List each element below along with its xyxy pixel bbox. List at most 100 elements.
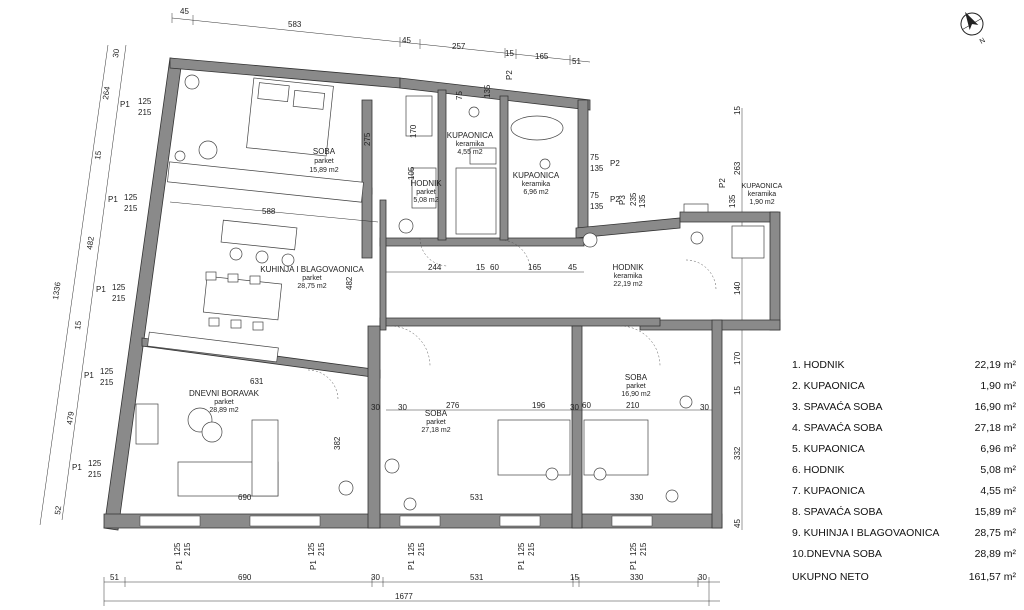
right-dimension-chain: 15 263 140 170 15 332 45: [733, 106, 743, 530]
interior-dim: 196: [532, 401, 546, 410]
top-dimension-chain: 45 583 45 257 15 165 51: [171, 7, 591, 66]
legend-label: 8. SPAVAĆA SOBA: [792, 505, 883, 518]
room-name: SOBA: [625, 373, 648, 382]
total-label: UKUPNO NETO: [792, 570, 869, 583]
door-swings: [307, 237, 717, 401]
interior-dim: 690: [238, 493, 252, 502]
tag-code: P1: [517, 560, 526, 570]
tag-code: P1: [120, 100, 130, 109]
room-area: 6,96 m2: [523, 189, 548, 196]
interior-dim: 30: [700, 403, 709, 412]
interior-dimensions: 588 244 15 60 165 45 631 276 196 60 210 …: [169, 124, 712, 502]
legend-area: 16,90 m²: [974, 400, 1016, 413]
interior-dim: 588: [262, 207, 276, 216]
room-label-soba-right: SOBA parket 16,90 m2: [621, 373, 650, 398]
interior-dim: 15: [476, 263, 485, 272]
legend-area: 4,55 m²: [980, 484, 1016, 497]
tag-code: P2: [610, 159, 620, 168]
room-material: keramika: [748, 191, 777, 198]
tag-width: 125: [173, 542, 182, 556]
opening-tag: P1 125 215: [173, 542, 192, 570]
legend-row: 5. KUPAONICA 6,96 m²: [792, 438, 1016, 459]
room-label-soba-top: SOBA parket 15,89 m2: [309, 147, 338, 174]
legend-area: 22,19 m²: [974, 358, 1016, 371]
legend-label: 6. HODNIK: [792, 463, 845, 476]
window-tags-right: 75 135 P2 75 135 P2 P3 135 P2 135 75 135…: [455, 70, 737, 211]
bottom-dim-total: 1677: [395, 592, 413, 601]
tag-height: 135: [483, 84, 492, 98]
tag-width: 125: [517, 542, 526, 556]
room-name: HODNIK: [410, 179, 442, 188]
room-name: SOBA: [425, 409, 448, 418]
tag-height: 215: [100, 378, 114, 387]
opening-tag: P1 125 215: [517, 542, 536, 570]
bottom-dimension-chain: 51 690 30 531 15 330 30 1677: [103, 573, 720, 606]
legend-row: 8. SPAVAĆA SOBA 15,89 m²: [792, 501, 1016, 522]
compass-letter: N: [979, 37, 987, 46]
tag-height: 215: [112, 294, 126, 303]
opening-tag: P1 125 215: [407, 542, 426, 570]
right-dim-5: 15: [733, 386, 742, 395]
bottom-dim-7: 30: [698, 573, 707, 582]
tag-code: P2: [610, 195, 620, 204]
tag-height: 215: [317, 542, 326, 556]
legend-area: 6,96 m²: [980, 442, 1016, 455]
left-dimension-chain: 30 264 15 482 15 479 52 1336: [39, 44, 127, 526]
legend-label: 2. KUPAONICA: [792, 379, 865, 392]
top-dim-3: 45: [402, 36, 411, 45]
opening-tag: P1 125 215: [629, 542, 648, 570]
room-material: parket: [416, 189, 436, 196]
legend-area: 28,89 m²: [974, 547, 1016, 560]
north-arrow-icon: N: [960, 11, 987, 46]
legend-label: 7. KUPAONICA: [792, 484, 865, 497]
room-area: 28,89 m2: [209, 407, 238, 414]
room-label-kupaonica-3: KUPAONICA keramika 1,90 m2: [742, 183, 783, 206]
interior-dim: 276: [446, 401, 460, 410]
top-dim-1: 45: [180, 7, 189, 16]
legend-label: 1. HODNIK: [792, 358, 845, 371]
interior-dim: 45: [568, 263, 577, 272]
bottom-dim-1: 51: [110, 573, 119, 582]
opening-tag: P3 135: [618, 194, 647, 208]
room-area: 22,19 m2: [613, 281, 642, 288]
interior-dim: 235: [629, 192, 638, 206]
opening-tag: P1 125 215: [96, 283, 126, 303]
top-dim-5: 15: [505, 49, 514, 58]
top-dim-6: 165: [535, 52, 549, 61]
interior-dim: 170: [409, 124, 418, 138]
room-label-kupaonica-1: KUPAONICA keramika 4,55 m2: [447, 131, 494, 156]
interior-dim: 275: [363, 132, 372, 146]
legend-row: 3. SPAVAĆA SOBA 16,90 m²: [792, 396, 1016, 417]
room-name: DNEVNI BORAVAK: [189, 389, 260, 398]
room-label-kuhinja: KUHINJA I BLAGOVAONICA parket 28,75 m2: [260, 265, 364, 290]
tag-height: 135: [590, 164, 604, 173]
legend-label: 3. SPAVAĆA SOBA: [792, 400, 883, 413]
room-area: 5,08 m2: [413, 197, 438, 204]
room-name: HODNIK: [612, 263, 644, 272]
room-material: parket: [626, 383, 646, 390]
legend-total-row: UKUPNO NETO 161,57 m²: [792, 566, 1016, 587]
tag-width: 125: [629, 542, 638, 556]
interior-dim: 105: [407, 166, 416, 180]
tag-height: 215: [417, 542, 426, 556]
left-dim-1: 30: [111, 48, 121, 59]
left-dim-6: 479: [65, 410, 76, 425]
opening-tag: P1 125 215: [84, 367, 114, 387]
bottom-dim-4: 531: [470, 573, 484, 582]
tag-height: 215: [88, 470, 102, 479]
room-name: KUPAONICA: [513, 171, 560, 180]
interior-dim: 382: [333, 436, 342, 450]
interior-dim: 30: [570, 403, 579, 412]
tag-width: 75: [590, 191, 599, 200]
tag-width: 125: [407, 542, 416, 556]
room-label-dnevni-boravak: DNEVNI BORAVAK parket 28,89 m2: [189, 389, 260, 414]
legend-label: 9. KUHINJA I BLAGOVAONICA: [792, 526, 940, 539]
interior-dim: 531: [470, 493, 484, 502]
legend-label: 5. KUPAONICA: [792, 442, 865, 455]
right-dim-2: 263: [733, 161, 742, 175]
left-dim-total: 1336: [51, 281, 62, 300]
tag-width: 125: [88, 459, 102, 468]
right-dim-1: 15: [733, 106, 742, 115]
room-label-kupaonica-2: KUPAONICA keramika 6,96 m2: [513, 171, 560, 196]
tag-width: 125: [124, 193, 138, 202]
